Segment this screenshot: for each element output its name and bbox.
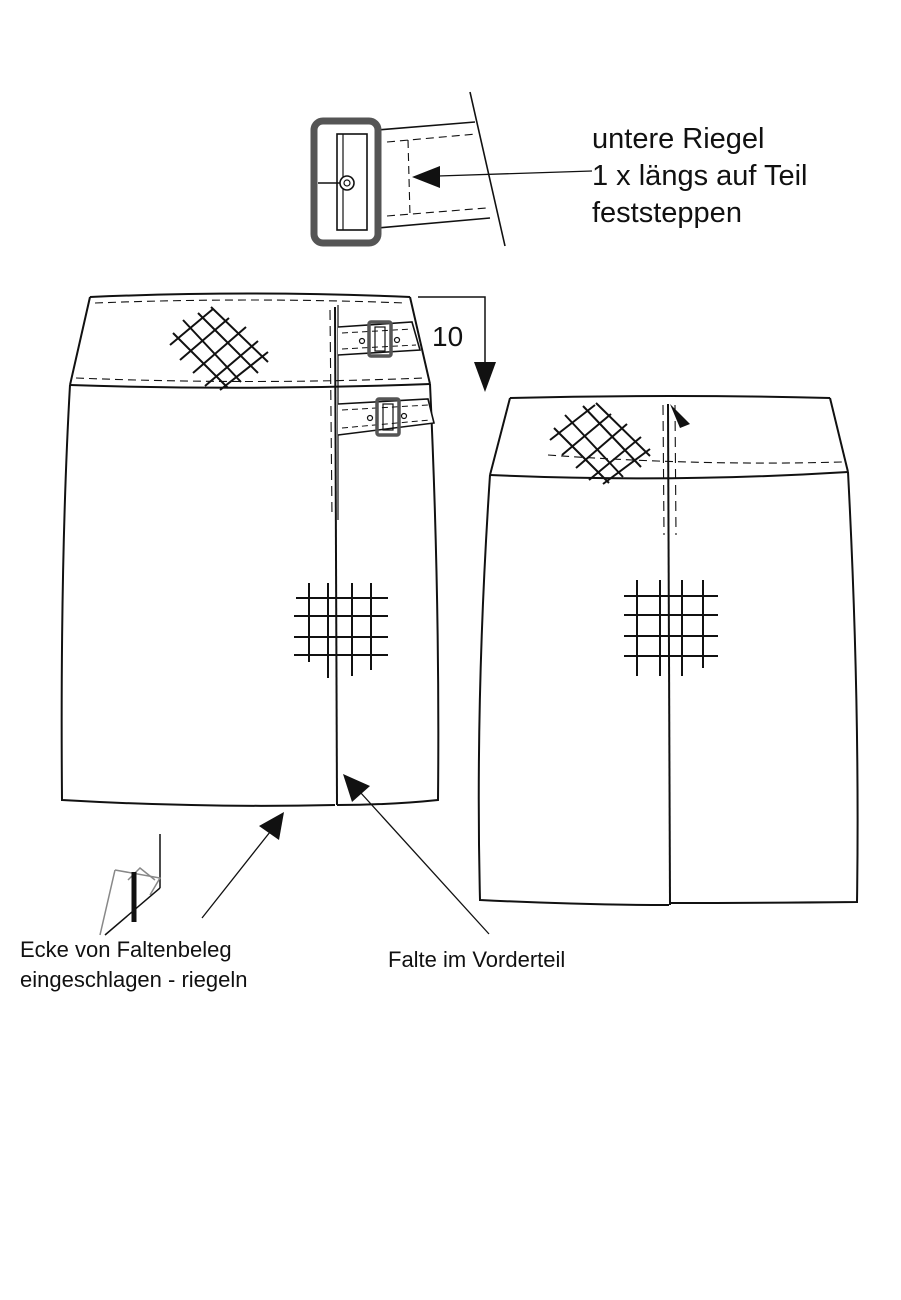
corner-label-line2: eingeschlagen - riegeln [20,967,248,992]
front-strap-upper [337,320,422,358]
measure-label: 10 [432,321,464,352]
skirt-front [60,292,440,807]
buckle-detail [310,91,506,247]
corner-pointer-arrow [201,812,284,919]
riegel-pointer-arrow [412,166,593,188]
back-waist-hatch [549,402,651,485]
riegel-label-line3: feststeppen [592,197,742,229]
front-skirt-hatch [294,583,388,678]
back-skirt-hatch [624,580,718,676]
riegel-label-line2: 1 x längs auf Teil [592,160,808,192]
fold-label: Falte im Vorderteil [388,947,566,972]
front-waist-hatch [169,306,269,391]
fold-pointer-arrow [343,774,490,935]
front-strap-lower [337,397,435,437]
pleat-corner-icon [99,834,162,936]
corner-label-line1: Ecke von Faltenbeleg [20,937,232,962]
skirt-back [477,395,859,906]
back-pleat-arrow [670,404,690,428]
measure-bracket [418,296,496,392]
riegel-label-line1: untere Riegel [592,123,765,155]
